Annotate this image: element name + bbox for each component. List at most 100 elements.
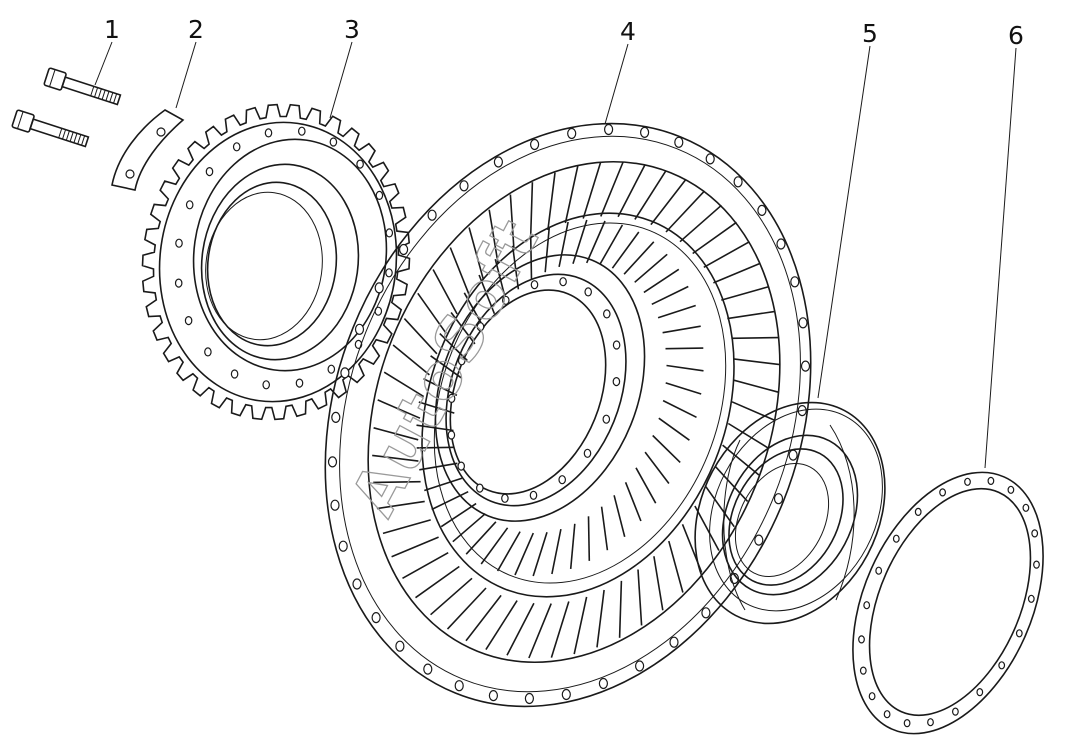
turbine-bolt-hole (459, 180, 469, 192)
gear-bolt-hole (205, 167, 214, 177)
inner-blade (651, 285, 689, 306)
turbine-blade (722, 444, 760, 476)
callout-3: 3 (344, 15, 360, 44)
inner-blade (450, 312, 476, 345)
gear-bolt-hole (375, 190, 384, 200)
turbine-blade (713, 262, 761, 284)
turbine-bolt-hole (352, 578, 362, 590)
gear-bolt-hole (232, 142, 241, 152)
leader-lines (94, 41, 1017, 469)
turbine-blade (488, 209, 499, 264)
turbine-bolt-hole (701, 607, 711, 619)
gasket-bolt-hole (859, 666, 867, 675)
gear-bolt-hole (262, 380, 271, 390)
turbine-blade (727, 422, 769, 449)
inner-blade (551, 528, 562, 575)
hub-bolt-hole (529, 490, 538, 500)
gear-bolt-hole (230, 369, 239, 379)
inner-blade (424, 477, 463, 492)
turbine-bolt-hole (371, 611, 381, 624)
turbine-blade (465, 594, 502, 642)
gear-bolt-hole (327, 364, 336, 374)
turbine-blade (733, 358, 780, 366)
turbine-blade (376, 500, 425, 510)
turbine-bolt-hole (598, 677, 609, 690)
turbine-blade (417, 292, 447, 334)
gasket-bolt-hole (858, 635, 865, 644)
turbine-blade (485, 600, 518, 651)
turbine-blade (733, 379, 779, 393)
turbine-blade (668, 540, 684, 593)
turbine-bolt-hole (639, 126, 650, 138)
inner-blade (529, 235, 533, 280)
turbine-bolt-hole (733, 176, 743, 188)
turbine-blade (650, 178, 687, 226)
hub-bolt-hole (602, 309, 611, 319)
turbine-blade (449, 247, 471, 296)
turbine-bolt-hole (330, 499, 340, 511)
inner-blade (665, 382, 702, 395)
gasket-bolt-hole (987, 476, 995, 485)
hub-bolt-hole (447, 393, 456, 403)
inner-blade (465, 521, 497, 555)
bolt-upper (43, 67, 122, 106)
inner-blade (600, 506, 609, 551)
inner-blade (419, 462, 458, 471)
gasket-bolt-hole (868, 692, 876, 701)
gear-teeth (141, 103, 411, 421)
turbine-bolt-hole (454, 680, 464, 692)
turbine-blade (547, 172, 556, 231)
turbine-blade (377, 399, 421, 419)
gasket-bolt-hole (976, 687, 984, 697)
turbine-blade (731, 336, 779, 340)
inner-blade (439, 333, 468, 362)
callout-1: 1 (104, 15, 120, 44)
gasket-bolt-hole (875, 566, 883, 575)
callout-2: 2 (188, 15, 204, 44)
turbine-blade (373, 480, 421, 484)
turbine-blade (383, 371, 425, 398)
hub-bolt-hole (559, 277, 567, 287)
turbine-bolt-hole (776, 238, 786, 250)
hub-bolt-hole (457, 461, 466, 471)
turbine-bolt-hole (427, 209, 437, 221)
callout-4: 4 (620, 17, 636, 46)
inner-blade (635, 467, 657, 504)
hub-bolt-hole (457, 356, 466, 366)
gear-bolt-hole (264, 128, 273, 138)
inner-blade (585, 220, 606, 264)
turbine-bolt-hole (340, 367, 350, 379)
hub-bolt-hole (583, 448, 592, 458)
gasket-bolt-hole (1031, 529, 1039, 538)
hub-bolt-hole (501, 295, 510, 305)
turbine-blade (403, 318, 438, 355)
turbine-bolt-hole (603, 123, 614, 136)
gasket-bolt-hole (1015, 629, 1023, 638)
turbine-blade (392, 344, 430, 376)
gear-bolt-hole (385, 268, 393, 278)
turbine-blade (506, 602, 535, 656)
part-lock-plate (111, 109, 185, 191)
turbine-bolt-hole (338, 540, 348, 552)
gasket-bolt-hole (892, 534, 900, 543)
callout-numbers: 1 2 3 4 5 6 (104, 15, 1024, 50)
turbine-bolt-hole (669, 636, 679, 648)
hub-bolt-hole (475, 483, 484, 493)
turbine-blade (679, 204, 722, 243)
turbine-blade (415, 565, 460, 599)
turbine-bolt-hole (423, 663, 433, 675)
turbine-blade (432, 269, 458, 315)
gear-bolt-hole (297, 126, 306, 136)
gear-bolt-hole (185, 200, 194, 210)
turbine-blade (618, 580, 623, 638)
inner-blade (558, 221, 569, 268)
leader-1 (94, 41, 113, 86)
gasket-bolt-hole (863, 601, 871, 610)
gasket-bolt-hole (1033, 560, 1040, 569)
turbine-blade (596, 589, 605, 648)
gear-bolt-hole (204, 347, 212, 357)
hub-bolt-hole (612, 377, 621, 387)
gasket-bolt-hole (1007, 485, 1015, 494)
callout-6: 6 (1008, 21, 1024, 50)
part-turbine-wheel (324, 122, 812, 708)
